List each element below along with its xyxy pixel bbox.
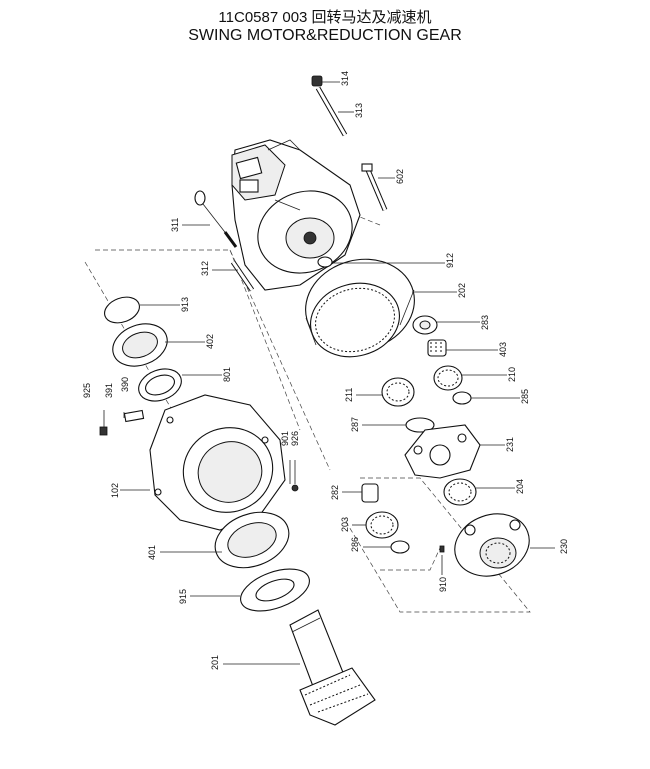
callout-231: 231 <box>505 437 515 452</box>
needle-bearing-403 <box>427 339 447 357</box>
callout-390: 390 <box>120 377 130 392</box>
callout-314: 314 <box>340 71 350 86</box>
gear-210 <box>433 365 463 391</box>
callout-286: 286 <box>350 537 360 552</box>
carrier-230 <box>454 513 530 577</box>
plug-925 <box>99 426 108 436</box>
bolt-602 <box>361 163 388 211</box>
callout-913: 913 <box>180 297 190 312</box>
callout-801: 801 <box>222 367 232 382</box>
pipe-312 <box>230 260 255 292</box>
gear-211 <box>381 377 415 407</box>
ring-912 <box>317 256 333 268</box>
callout-210: 210 <box>507 367 517 382</box>
callout-403: 403 <box>498 342 508 357</box>
callout-102: 102 <box>110 483 120 498</box>
callout-287: 287 <box>350 417 360 432</box>
relief-valve-rod <box>311 75 348 137</box>
callout-926: 926 <box>290 431 300 446</box>
callout-313: 313 <box>354 103 364 118</box>
washer-915 <box>240 568 310 612</box>
dipstick-311 <box>194 190 238 248</box>
thrust-283 <box>412 315 438 335</box>
callout-285: 285 <box>520 389 530 404</box>
callout-915: 915 <box>178 589 188 604</box>
seal-801 <box>138 368 182 402</box>
callout-910: 910 <box>438 577 448 592</box>
housing-102 <box>149 394 286 531</box>
gear-204 <box>443 478 477 506</box>
plate-390 <box>123 409 145 423</box>
diagram-title-en: SWING MOTOR&REDUCTION GEAR <box>188 27 462 44</box>
callout-311: 311 <box>170 218 180 232</box>
callout-201: 201 <box>210 655 220 670</box>
callout-283: 283 <box>480 315 490 330</box>
callout-391: 391 <box>104 383 114 398</box>
callout-230: 230 <box>559 539 569 554</box>
washer-285 <box>452 391 472 405</box>
callout-912: 912 <box>445 253 455 268</box>
diagram-title-cn: 11C0587 003 回转马达及减速机 <box>218 9 432 26</box>
gear-203 <box>365 511 399 539</box>
callout-203: 203 <box>340 517 350 532</box>
bearing-401 <box>214 511 290 569</box>
callout-901: 901 <box>280 431 290 446</box>
leader-lines <box>103 81 555 665</box>
callout-204: 204 <box>515 479 525 494</box>
carrier-231 <box>404 424 481 479</box>
snap-ring-913 <box>104 296 140 324</box>
pinion-shaft-201 <box>289 609 376 726</box>
callout-925: 925 <box>82 383 92 398</box>
bearing-402 <box>112 323 168 367</box>
ring-286 <box>390 540 410 554</box>
pin-282 <box>361 483 379 503</box>
callout-401: 401 <box>147 545 157 560</box>
callout-282: 282 <box>330 485 340 500</box>
callout-211: 211 <box>344 388 354 402</box>
plug-926 <box>291 484 299 492</box>
callout-312: 312 <box>200 261 210 276</box>
callout-602: 602 <box>395 169 405 184</box>
motor-housing <box>231 139 361 291</box>
callout-402: 402 <box>205 334 215 349</box>
callout-202: 202 <box>457 283 467 298</box>
pin-910 <box>439 545 445 553</box>
callout-labels: 314 313 602 311 312 912 913 202 402 283 … <box>82 71 569 670</box>
ring-gear-202 <box>305 258 415 358</box>
